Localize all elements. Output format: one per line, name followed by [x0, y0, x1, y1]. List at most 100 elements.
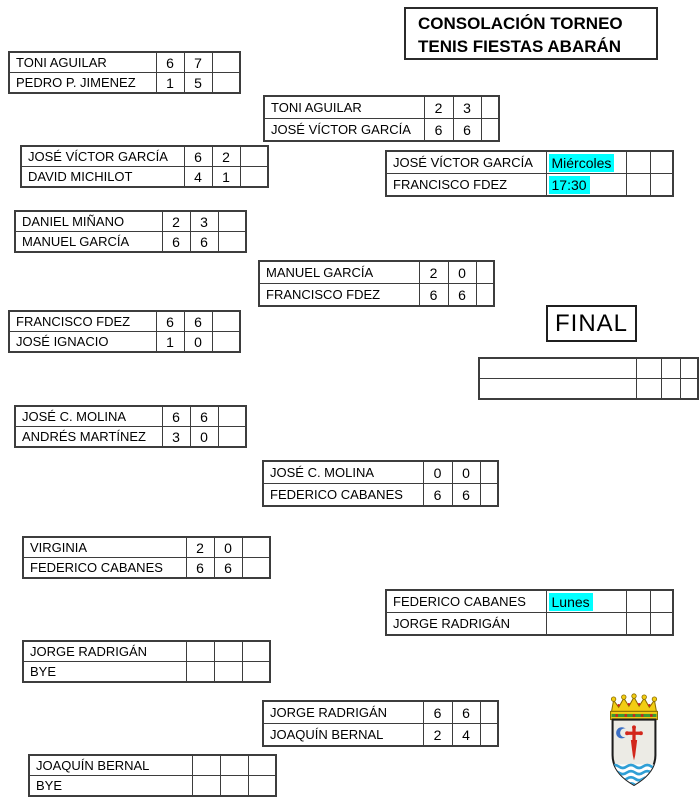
score-cell	[213, 661, 243, 683]
score-cell	[219, 754, 249, 776]
score-cell	[217, 210, 247, 232]
player-name-cell: FEDERICO CABANES	[262, 483, 424, 507]
score-cell	[625, 612, 651, 636]
score-cell	[635, 357, 662, 379]
score-cell	[219, 775, 249, 797]
player-name-cell: FEDERICO CABANES	[385, 589, 547, 613]
schedule-day-highlight: Miércoles	[548, 153, 615, 172]
schedule-cell: Miércoles	[545, 150, 627, 174]
tournament-title-box: CONSOLACIÓN TORNEO TENIS FIESTAS ABARÁN	[404, 7, 658, 60]
player-name-cell: DAVID MICHILOT	[20, 166, 185, 188]
score-cell	[247, 775, 277, 797]
score-cell	[185, 640, 215, 662]
score-cell	[211, 72, 241, 94]
player-name-cell: JOSÉ VÍCTOR GARCÍA	[263, 118, 425, 142]
score-cell: 6	[213, 557, 243, 579]
score-cell: 2	[211, 145, 241, 167]
title-line-1: CONSOLACIÓN TORNEO	[418, 14, 623, 33]
score-cell	[241, 536, 271, 558]
final-label-box: FINAL	[546, 305, 637, 342]
score-cell: 2	[185, 536, 215, 558]
score-cell: 0	[422, 460, 453, 484]
match-r1m7: JORGE RADRIGÁN BYE	[22, 640, 271, 683]
match-final	[478, 357, 699, 400]
player-name-cell: JOSÉ IGNACIO	[8, 331, 157, 353]
score-cell	[649, 173, 674, 197]
score-cell	[635, 378, 662, 400]
player-name-cell: PEDRO P. JIMENEZ	[8, 72, 157, 94]
score-cell: 0	[451, 460, 481, 484]
score-cell	[649, 150, 674, 174]
player-name-cell: MANUEL GARCÍA	[14, 231, 163, 253]
score-cell: 4	[183, 166, 213, 188]
player-name-cell: VIRGINIA	[22, 536, 187, 558]
score-cell	[479, 723, 499, 747]
score-cell	[625, 173, 651, 197]
player-name-cell: JORGE RADRIGÁN	[22, 640, 187, 662]
score-cell	[185, 661, 215, 683]
score-cell: 1	[155, 331, 185, 353]
score-cell: 6	[423, 118, 454, 142]
player-name-cell: FRANCISCO FDEZ	[258, 283, 420, 307]
score-cell: 7	[183, 51, 213, 73]
player-name-cell: JORGE RADRIGÁN	[385, 612, 547, 636]
score-cell	[211, 51, 241, 73]
score-cell: 6	[452, 118, 482, 142]
score-cell	[649, 612, 674, 636]
score-cell	[217, 426, 247, 448]
score-cell	[241, 640, 271, 662]
score-cell: 2	[423, 95, 454, 119]
player-name-cell: ANDRÉS MARTÍNEZ	[14, 426, 163, 448]
score-cell: 2	[422, 723, 453, 747]
player-name-cell: FRANCISCO FDEZ	[385, 173, 547, 197]
match-r1m8: JOAQUÍN BERNAL BYE	[28, 754, 277, 797]
score-cell	[247, 754, 277, 776]
schedule-day-highlight: Lunes	[548, 592, 593, 611]
score-cell: 0	[213, 536, 243, 558]
score-cell: 5	[183, 72, 213, 94]
score-cell	[480, 118, 500, 142]
score-cell: 3	[189, 210, 219, 232]
score-cell: 0	[189, 426, 219, 448]
score-cell: 6	[155, 51, 185, 73]
score-cell: 3	[161, 426, 191, 448]
score-cell: 6	[418, 283, 449, 307]
player-name-cell: JOSÉ VÍCTOR GARCÍA	[20, 145, 185, 167]
score-cell: 6	[422, 700, 453, 724]
player-name-cell: TONI AGUILAR	[263, 95, 425, 119]
score-cell: 6	[185, 557, 215, 579]
score-cell: 6	[447, 283, 477, 307]
score-cell	[239, 166, 269, 188]
score-cell	[660, 378, 681, 400]
score-cell	[241, 661, 271, 683]
score-cell	[191, 775, 221, 797]
player-name-cell: TONI AGUILAR	[8, 51, 157, 73]
player-name-cell: JOSÉ C. MOLINA	[14, 405, 163, 427]
score-cell: 3	[452, 95, 482, 119]
score-cell: 1	[211, 166, 241, 188]
score-cell: 6	[183, 145, 213, 167]
score-cell: 6	[189, 231, 219, 253]
score-cell	[479, 460, 499, 484]
score-cell: 6	[451, 700, 481, 724]
player-name-cell: BYE	[22, 661, 187, 683]
player-name-cell: JOAQUÍN BERNAL	[28, 754, 193, 776]
player-name-cell: JOSÉ VÍCTOR GARCÍA	[385, 150, 547, 174]
score-cell	[679, 357, 699, 379]
score-cell	[475, 260, 495, 284]
player-name-cell: BYE	[28, 775, 193, 797]
score-cell	[475, 283, 495, 307]
score-cell: 4	[451, 723, 481, 747]
score-cell	[239, 145, 269, 167]
score-cell: 6	[183, 310, 213, 332]
score-cell: 6	[422, 483, 453, 507]
player-name-cell: DANIEL MIÑANO	[14, 210, 163, 232]
